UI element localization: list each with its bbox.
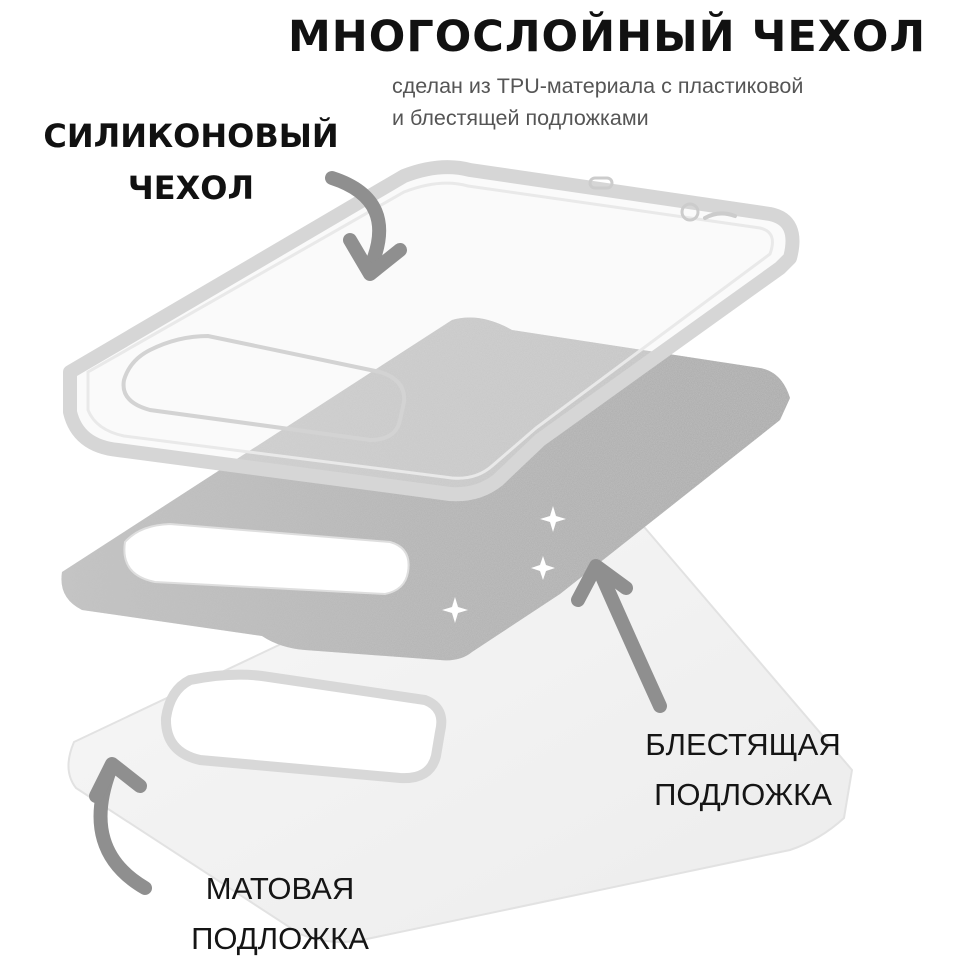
arrow-silicone-icon <box>325 171 387 275</box>
label-matte-line-2: ПОДЛОЖКА <box>191 921 369 956</box>
label-shiny-line-1: БЛЕСТЯЩАЯ <box>645 727 841 762</box>
arrow-silicone-head-icon <box>343 233 407 281</box>
arrow-matte-head-icon <box>89 757 147 803</box>
glitter-camera-cutout <box>123 522 410 596</box>
sparkles <box>442 506 566 623</box>
label-silicone-line-2: ЧЕХОЛ <box>127 169 255 207</box>
matte-backplate <box>67 509 854 943</box>
case-camera-cutout <box>121 333 407 443</box>
label-matte-backing: МАТОВАЯ ПОДЛОЖКА <box>180 864 380 960</box>
subtitle-line-1: сделан из TPU-материала с пластиковой <box>392 74 804 98</box>
page-title: МНОГОСЛОЙНЫЙ ЧЕХОЛ <box>288 12 927 62</box>
label-shiny-line-2: ПОДЛОЖКА <box>654 777 832 812</box>
subtitle-line-2: и блестящей подложками <box>392 106 649 130</box>
arrow-shiny-head-icon <box>571 559 633 607</box>
clear-silicone-case <box>63 160 800 502</box>
label-matte-line-1: МАТОВАЯ <box>205 871 355 906</box>
label-silicone-case: СИЛИКОНОВЫЙ ЧЕХОЛ <box>36 110 346 214</box>
label-silicone-line-1: СИЛИКОНОВЫЙ <box>43 117 339 155</box>
matte-camera-cutout <box>161 669 447 784</box>
label-shiny-backing: БЛЕСТЯЩАЯ ПОДЛОЖКА <box>636 720 850 820</box>
page-subtitle: сделан из TPU-материала с пластиковой и … <box>392 70 803 134</box>
arrow-shiny-icon <box>593 565 667 713</box>
